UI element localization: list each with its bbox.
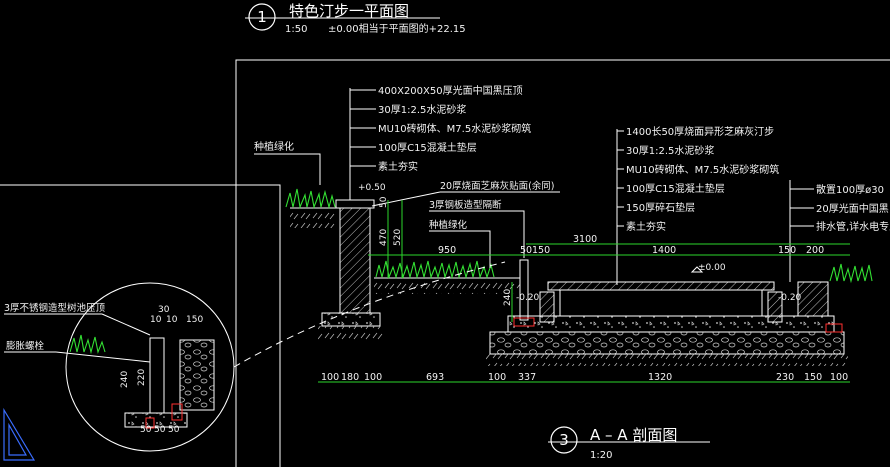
dim-150b: 150 [778, 245, 796, 256]
callout-concrete: 100厚C15混凝土垫层 [378, 141, 477, 154]
dim-b693: 693 [426, 372, 444, 383]
detail-dim-50b: 50 [154, 425, 166, 435]
dim-200: 200 [806, 245, 824, 256]
detail-dim-150: 150 [186, 315, 203, 325]
dim-b230: 230 [776, 372, 794, 383]
plan-title: 特色汀步一平面图 [289, 2, 409, 20]
callout-steel: 3厚钢板造型隔断 [429, 199, 502, 211]
callout-stepping-stone: 1400长50厚烧面异形芝麻灰汀步 [626, 125, 774, 138]
title-section: 3 A – A 剖面图 1:20 [548, 426, 710, 461]
dim-b100b: 100 [364, 372, 382, 383]
section-scale: 1:20 [590, 450, 612, 461]
dim-b1320: 1320 [648, 372, 672, 383]
title-number-circle [248, 3, 276, 31]
dim-1400: 1400 [652, 245, 676, 256]
callout-gravel-r: 150厚碎石垫层 [626, 201, 695, 214]
detail-label-bolt: 膨胀螺栓 [6, 340, 45, 352]
detail-dim-50c: 50 [168, 425, 180, 435]
callout-soil: 素土夯实 [378, 160, 418, 173]
dim-b100a: 100 [321, 372, 339, 383]
callout-soil-r: 素土夯实 [626, 220, 666, 233]
dim-b100d: 100 [830, 372, 848, 383]
dim-v520: 520 [393, 229, 403, 246]
plan-scale: 1:50 [285, 24, 307, 35]
dim-50: 50 [520, 245, 532, 256]
level-minus020a: -0.20 [516, 293, 540, 303]
planting-bed [374, 277, 520, 294]
callout-mortar: 30厚1:2.5水泥砂浆 [378, 103, 466, 116]
left-callouts: 400X200X50厚光面中国黑压顶 30厚1:2.5水泥砂浆 MU10砖砌体、… [254, 84, 531, 200]
callout-brick: MU10砖砌体、M7.5水泥砂浆砌筑 [378, 122, 531, 135]
top-dims: 950 50 150 3100 1400 150 200 [438, 234, 824, 256]
callout-brick-r: MU10砖砌体、M7.5水泥砂浆砌筑 [626, 163, 779, 176]
sheet-frames [0, 59, 890, 467]
dimension-lines [318, 200, 850, 383]
detail-bubble: 3厚不锈钢造型树池压顶 膨胀螺栓 30 10 10 150 240 220 50… [4, 261, 506, 452]
elevation-marks: +0.50 ±0.00 -0.20 -0.20 [358, 183, 802, 303]
dim-150: 150 [532, 245, 550, 256]
dim-b100c: 100 [488, 372, 506, 383]
dim-b150: 150 [804, 372, 822, 383]
callout-facing: 20厚烧面芝麻灰贴面(余同) [440, 180, 555, 192]
detail-dim-10a: 10 [150, 315, 162, 325]
callout-black-granite: 20厚光面中国黑 [816, 202, 889, 215]
dim-b180: 180 [341, 372, 359, 383]
level-zero: ±0.00 [698, 263, 726, 273]
detail-dim-30: 30 [158, 305, 170, 315]
detail-dim-50a: 50 [140, 425, 152, 435]
dim-3100: 3100 [573, 234, 597, 245]
callout-planting-mid: 种植绿化 [429, 219, 468, 231]
plan-note: ±0.00相当于平面图的+22.15 [328, 22, 466, 35]
ucs-icon [3, 407, 36, 461]
callout-pebbles: 散置100厚ø30 [816, 183, 884, 196]
level-minus020b: -0.20 [778, 293, 802, 303]
section-number: 3 [559, 431, 569, 449]
dim-v240: 240 [503, 289, 513, 306]
dim-v470: 470 [379, 229, 389, 246]
callout-mortar-r: 30厚1:2.5水泥砂浆 [626, 144, 714, 157]
detail-label-coping: 3厚不锈钢造型树池压顶 [4, 302, 106, 314]
grass-planting [69, 188, 873, 355]
stepping-stone-section [486, 281, 848, 366]
bottom-dims: 100 180 100 693 100 337 1320 230 150 100 [321, 372, 848, 383]
mid-callouts: 20厚烧面芝麻灰贴面(余同) 3厚钢板造型隔断 种植绿化 [371, 180, 560, 268]
level-plus050: +0.50 [358, 183, 386, 193]
callout-drain-pipe: 排水管,详水电专业 [816, 220, 890, 233]
detail-dim-240: 240 [120, 371, 130, 388]
callout-coping: 400X200X50厚光面中国黑压顶 [378, 84, 523, 97]
left-wall-section [290, 199, 384, 340]
detail-dim-10b: 10 [166, 315, 178, 325]
section-title: A – A 剖面图 [590, 426, 677, 444]
dim-v50: 50 [379, 196, 389, 208]
vertical-dims: 50 470 520 240 [379, 196, 513, 306]
detail-dim-220: 220 [137, 369, 147, 386]
callout-concrete-r: 100厚C15混凝土垫层 [626, 182, 725, 195]
title-number: 1 [257, 8, 267, 26]
dim-950: 950 [438, 245, 456, 256]
title-plan: 1 特色汀步一平面图 1:50 ±0.00相当于平面图的+22.15 [245, 2, 466, 35]
dim-b337: 337 [518, 372, 536, 383]
right-callouts: 1400长50厚烧面异形芝麻灰汀步 30厚1:2.5水泥砂浆 MU10砖砌体、M… [616, 125, 890, 285]
callout-planting-left: 种植绿化 [254, 140, 294, 153]
